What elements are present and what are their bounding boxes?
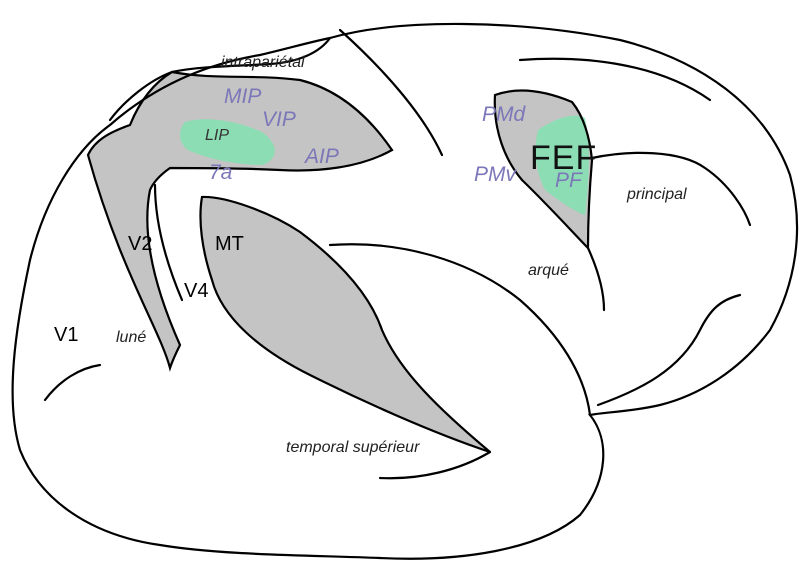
vip-label: VIP (262, 109, 296, 130)
mip-label: MIP (224, 86, 261, 107)
v2-label: V2 (128, 234, 152, 254)
mt-label: MT (215, 234, 244, 254)
lunate-sulcus-label: luné (116, 330, 146, 346)
area-7a-label: 7a (209, 162, 232, 183)
superior-temporal-sulcus-label: temporal supérieur (286, 440, 419, 456)
lunate-sulcus-inner (155, 185, 182, 300)
v4-label: V4 (184, 281, 208, 301)
lip-label: LIP (205, 128, 229, 144)
arcuate-lower-limb (588, 248, 604, 310)
principal-sulcus-label: principal (627, 187, 687, 203)
fef-label: FEF (530, 141, 597, 175)
arcuate-sulcus-label: arqué (528, 263, 569, 279)
frontal-lower-contour (598, 295, 740, 405)
pmv-label: PMv (474, 164, 516, 185)
pmd-label: PMd (482, 104, 525, 125)
aip-label: AIP (305, 146, 339, 167)
v1-label: V1 (54, 325, 78, 345)
intraparietal-sulcus-label: intrapariétal (221, 55, 305, 71)
inferior-occipital-sulcus (45, 365, 100, 400)
